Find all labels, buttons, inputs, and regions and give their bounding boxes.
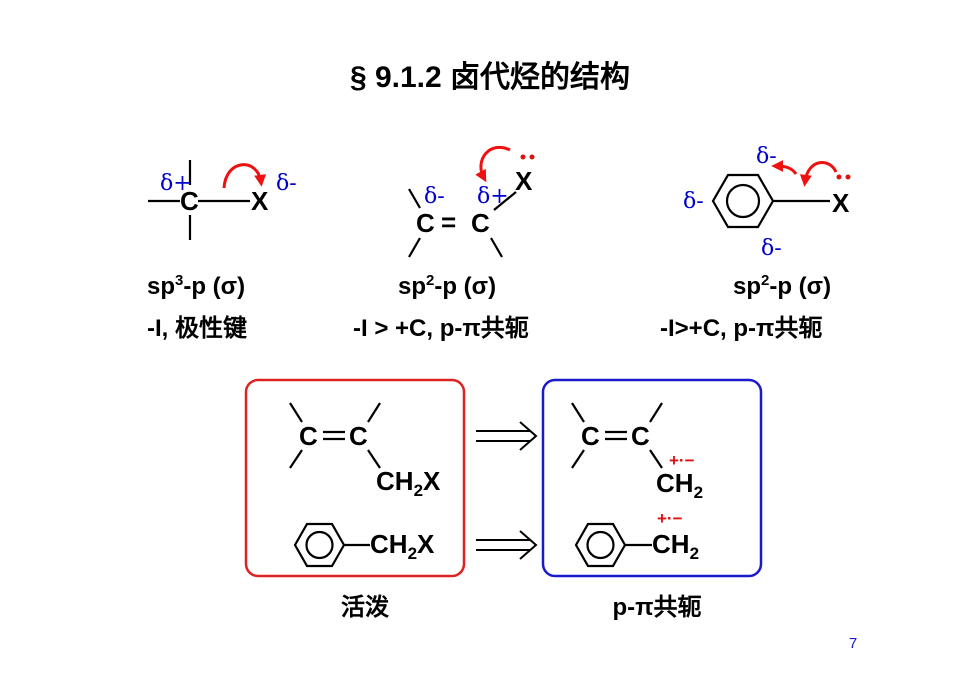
alkene-carbon-2: C: [471, 208, 490, 238]
electron-shift-arrow: [222, 163, 267, 189]
double-bond: =: [441, 207, 456, 237]
page-number: 7: [849, 635, 857, 652]
carbon-atom: C: [180, 186, 199, 216]
conjugation-caption: p-π共轭: [612, 593, 701, 621]
hybrid-label-3: sp2-p (σ): [733, 272, 831, 300]
conj-carbon-1: C: [581, 421, 600, 451]
benzylic-conjugated: +·− CH2: [574, 509, 699, 568]
structure-1: C X δ+ δ-: [148, 160, 297, 240]
charge-markers: +·−: [657, 509, 683, 528]
reactive-box: [244, 378, 466, 578]
effect-label-3: -I>+C, p-π共轭: [660, 314, 822, 342]
effect-label-2: -I > +C, p-π共轭: [353, 314, 529, 342]
lone-pair: [520, 154, 526, 160]
alkene-carbon-1: C: [416, 208, 435, 238]
electron-shift-arrow: [475, 145, 511, 183]
implies-arrow-top: [476, 421, 538, 451]
allylic-conjugated: C C +·− CH2: [571, 402, 703, 502]
delta-minus: δ-: [276, 171, 297, 196]
conjugation-box: [541, 378, 763, 578]
benzylic-ch2: CH2: [652, 529, 699, 563]
lone-pair: [529, 154, 535, 160]
allylic-carbon-1: C: [299, 421, 318, 451]
allylic-ch2x: CH2X: [376, 466, 441, 500]
reactive-caption: 活泼: [341, 594, 390, 621]
benzene-ring: [711, 173, 775, 229]
delta-plus: δ+: [160, 171, 192, 196]
conj-carbon-2: C: [631, 421, 650, 451]
structure-3: X δ- δ- δ-: [683, 144, 851, 261]
delta-plus: δ+: [477, 184, 509, 209]
halogen-atom: X: [832, 188, 850, 218]
benzylic-ch2x: CH2X: [370, 529, 435, 563]
halogen-atom: X: [515, 166, 533, 196]
delta-minus-ortho-top: δ-: [756, 144, 777, 169]
allylic-ch2: CH2: [656, 468, 703, 502]
benzylic-halide: CH2X: [293, 522, 435, 568]
effect-label-1: -I, 极性键: [147, 314, 247, 342]
slide-title: § 9.1.2 卤代烃的结构: [350, 61, 630, 94]
delta-minus-ortho-bottom: δ-: [761, 236, 782, 261]
delta-minus-para: δ-: [683, 189, 704, 214]
lone-pair: [845, 174, 851, 180]
allylic-halide: C C CH2X: [289, 402, 441, 500]
hybrid-label-1: sp3-p (σ): [147, 272, 245, 300]
charge-markers: +·−: [669, 451, 695, 470]
implies-arrow-bottom: [476, 530, 538, 560]
ring-shift-arrow: [771, 160, 798, 175]
hybrid-label-2: sp2-p (σ): [398, 272, 496, 300]
delta-minus: δ-: [424, 184, 445, 209]
electron-shift-arrow: [799, 161, 838, 187]
halogen-atom: X: [251, 186, 269, 216]
structure-2: C = C X δ- δ+: [408, 145, 535, 258]
lone-pair: [836, 174, 842, 180]
allylic-carbon-2: C: [349, 421, 368, 451]
